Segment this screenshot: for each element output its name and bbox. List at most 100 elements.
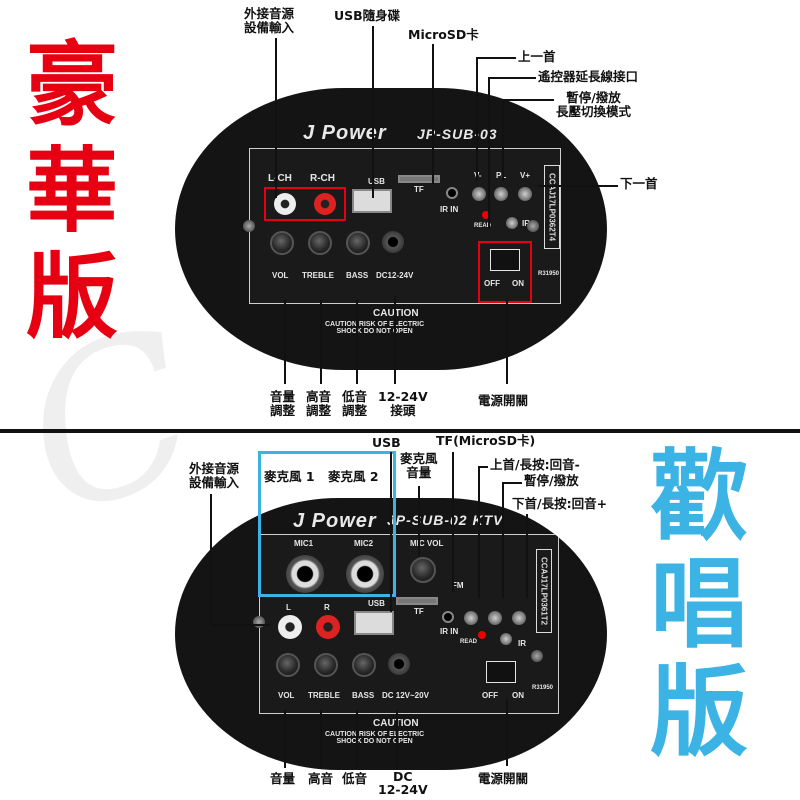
prev-button[interactable] (464, 611, 478, 625)
off-label: OFF (482, 691, 498, 700)
vol-knob[interactable] (276, 653, 300, 677)
callout-prev: 上一首 (518, 49, 556, 64)
bass-knob[interactable] (352, 653, 376, 677)
play-pause-button[interactable] (488, 611, 502, 625)
mic1-label: MIC1 (294, 539, 314, 548)
ir-label: IR (522, 219, 530, 228)
leader-line (506, 700, 508, 766)
ir-in-jack[interactable] (446, 187, 458, 199)
vol-knob[interactable] (270, 231, 294, 255)
tf-label: TF (414, 607, 424, 616)
leader-line (526, 514, 528, 598)
rohs-label: R31950 (538, 271, 560, 277)
treble-knob[interactable] (308, 231, 332, 255)
callout-mic2: 麥克風 2 (328, 469, 379, 484)
callout-tf: TF(MicroSD卡) (436, 433, 536, 448)
title-char: 豪 (26, 32, 119, 139)
callout-ext-input: 外接音源 設備輸入 (244, 6, 295, 36)
callout-next: 下一首 (620, 176, 658, 191)
leader-line (394, 296, 396, 384)
lch-label: L-CH (268, 173, 292, 184)
rca-right-jack[interactable] (314, 193, 336, 215)
on-label: ON (512, 279, 524, 288)
leader-line (284, 300, 286, 384)
callout-prev: 上首/長按:回音- (490, 457, 580, 472)
treble-knob[interactable] (314, 653, 338, 677)
leader-line (478, 466, 480, 598)
screw (253, 616, 265, 628)
callout-treble: 高音 (308, 771, 334, 786)
model-label: JP-SUB-02 KTV (387, 512, 504, 528)
rca-right-jack[interactable] (316, 615, 340, 639)
dc-label: DC12-24V (376, 271, 414, 280)
screw (531, 650, 543, 662)
screw (243, 220, 255, 232)
usb-label: USB (368, 599, 385, 608)
mic2-jack[interactable] (346, 555, 384, 593)
play-pause-button[interactable] (494, 187, 508, 201)
prev-button[interactable] (472, 187, 486, 201)
power-switch[interactable] (486, 661, 516, 683)
l-label: L (286, 603, 291, 612)
ir-sensor (500, 633, 512, 645)
callout-remote: 遙控器延長線接口 (538, 69, 639, 84)
leader-line (356, 300, 358, 384)
leader-line (372, 26, 374, 198)
callout-vol: 音量 調整 (270, 389, 296, 419)
rch-label: R-CH (310, 173, 335, 184)
leader-line (320, 300, 322, 384)
next-button[interactable] (512, 611, 526, 625)
mic1-jack[interactable] (286, 555, 324, 593)
callout-usb: USB (372, 435, 401, 450)
tf-label: TF (414, 185, 424, 194)
brand-logo: J Power (293, 510, 377, 532)
usb-port[interactable] (354, 611, 394, 635)
rca-left-jack[interactable] (278, 615, 302, 639)
callout-power: 電源開關 (478, 393, 529, 408)
leader-line (488, 77, 490, 229)
callout-treble: 高音 調整 (306, 389, 332, 419)
mic-highlight (258, 451, 396, 597)
callout-pause: 暫停/撥放 (524, 473, 579, 488)
read-label: READ (474, 223, 492, 229)
cert-label: CCAJ17LP0361T2 (536, 549, 552, 633)
power-highlight (478, 241, 532, 303)
leader-line (390, 452, 392, 612)
dc-jack[interactable] (388, 653, 410, 675)
off-label: OFF (484, 279, 500, 288)
dc-jack[interactable] (382, 231, 404, 253)
ir-sensor (506, 217, 518, 229)
callout-pause: 暫停/撥放 長壓切換模式 (556, 90, 632, 120)
mic-vol-knob[interactable] (410, 557, 436, 583)
micvol-label: MIC VOL (410, 539, 444, 548)
rca-left-jack[interactable] (274, 193, 296, 215)
tf-slot[interactable] (396, 597, 438, 605)
vol-label: VOL (272, 271, 289, 280)
callout-power: 電源開關 (478, 771, 529, 786)
tf-slot[interactable] (398, 175, 440, 183)
ir-in-jack[interactable] (442, 611, 454, 623)
title-char: 版 (26, 244, 119, 351)
vplus-label: V+ (520, 171, 531, 180)
callout-microsd: MicroSD卡 (408, 27, 479, 42)
title-char: 歡 (650, 440, 749, 554)
title-deluxe: 豪 華 版 (26, 40, 118, 358)
callout-dc: DC 12-24V (378, 769, 428, 798)
next-button[interactable] (518, 187, 532, 201)
bass-label: BASS (346, 271, 369, 280)
power-switch[interactable] (490, 249, 520, 271)
caution-title: CAUTION (373, 718, 419, 729)
leader-line (478, 466, 488, 468)
callout-bass: 低音 (342, 771, 368, 786)
bass-knob[interactable] (346, 231, 370, 255)
pl-label: PL (496, 171, 506, 180)
leader-line (476, 57, 478, 181)
leader-line (502, 482, 522, 484)
model-label: JP-SUB-03 (417, 126, 498, 142)
leader-line (356, 710, 358, 768)
read-led (482, 211, 490, 219)
amplifier-panel-deluxe: J Power JP-SUB-03 L-CH R-CH USB TF IR IN… (175, 88, 607, 370)
fm-label: FM (452, 581, 464, 590)
leader-line (488, 77, 536, 79)
leader-line (210, 624, 270, 626)
